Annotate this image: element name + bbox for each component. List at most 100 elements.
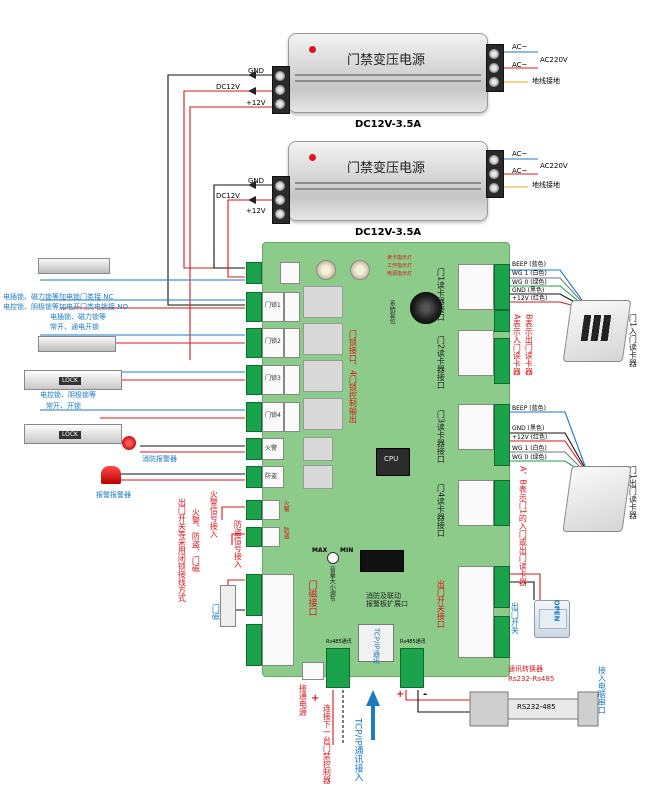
volume-label: 音量大小调节 xyxy=(328,566,336,602)
lock-note-3: 电插锁、磁力锁等 xyxy=(50,313,106,321)
arrow-dc1 xyxy=(248,87,256,95)
reader4-terminal xyxy=(494,480,510,526)
psu2-input-terminal xyxy=(486,150,504,198)
psu1-input-terminal xyxy=(486,44,504,92)
psu2-rating: DC12V-3.5A xyxy=(355,227,422,238)
psu1-fin xyxy=(295,74,481,76)
reader2-wire-wg1: WG 1 (白色) xyxy=(512,445,547,452)
card-reader-keypad-icon xyxy=(562,300,632,362)
magnetic-lock-icon-2 xyxy=(38,336,116,352)
reader1-terminal-b xyxy=(494,310,510,332)
arrow-gnd1 xyxy=(248,71,256,79)
psu2-gnd-label: GND xyxy=(248,177,265,185)
power-supply-1: 门禁变压电源 xyxy=(288,33,488,113)
reader1-port-label: 门1读卡器接口 xyxy=(436,268,446,322)
exit-button-icon xyxy=(534,600,570,638)
psu2-plus-label: +12V xyxy=(246,207,266,215)
psu2-output-terminal xyxy=(272,176,290,224)
reader1-beep-wire xyxy=(510,269,583,301)
psu2-led-icon xyxy=(309,154,316,161)
psu1-led-icon xyxy=(309,46,316,53)
fire-note-1: 出门开关等采用闭锁接线方式 xyxy=(177,498,187,602)
exit-terminal-1 xyxy=(494,566,510,608)
reader1-out-label: 门1出门读卡器 xyxy=(628,466,638,520)
fire-terminal xyxy=(246,438,262,460)
lock3-pins xyxy=(284,365,300,395)
psu2-fin xyxy=(295,188,481,190)
exit-port-label: 出门开关接口 xyxy=(436,580,446,628)
door-magnet-label: 门磁 xyxy=(211,604,221,620)
reader4-pins xyxy=(458,480,494,526)
reader-note-in-b: B表示出门读卡器 xyxy=(524,314,534,376)
reader1-wg1-wire xyxy=(510,277,583,303)
reader2-gnd-wire xyxy=(510,432,586,469)
next-controller-label: 连接下一台门禁控制器 xyxy=(322,704,332,784)
psu2-ground-label: 地线接地 xyxy=(532,181,560,189)
psu1-rating: DC12V-3.5A xyxy=(355,119,422,130)
lock1-port: 门锁1 xyxy=(262,292,284,322)
reader2-12v-wire xyxy=(510,440,586,471)
reader1-wire-wg1: WG 1 (白色) xyxy=(512,270,547,277)
aux-power-port xyxy=(302,662,324,680)
relay-4 xyxy=(303,398,343,430)
exit-switch-label: 出门开关 xyxy=(510,602,520,634)
psu2-ac1-label: AC~ xyxy=(512,150,528,158)
alarm-input-label: 防盗信号接入 xyxy=(233,520,243,568)
reader3-terminal xyxy=(494,404,510,466)
reader2-wire-wg0: WG 0 (绿色) xyxy=(512,454,547,461)
reader3-pins xyxy=(458,404,494,450)
reader1-wg0-wire xyxy=(510,285,583,305)
reader2-wire-gnd: GND (黑色) xyxy=(512,425,545,432)
fire-note-2: 火警、防盗、门磁 xyxy=(191,508,201,572)
alarm-port: 防盗 xyxy=(262,466,284,488)
fire-port: 火警 xyxy=(262,438,284,460)
tcpip-label: TCP/IP通讯 xyxy=(372,628,381,664)
fire-input-terminal xyxy=(246,500,262,520)
volume-min-label: MIN xyxy=(340,547,354,554)
tcpip-in-label: TCP/IP通讯接入 xyxy=(352,718,363,782)
reader-note-out: A、B表示门1的入门或出门读卡器 xyxy=(518,466,528,587)
open-button-face xyxy=(539,609,567,629)
cpu-chip xyxy=(376,448,410,476)
fire-input-board-label: 火警 xyxy=(282,500,290,512)
run-indicator-label: 读卡指示灯 xyxy=(387,255,413,261)
psu2-fin xyxy=(295,182,481,184)
volume-knob-icon[interactable] xyxy=(327,552,339,564)
reader-note-in-a: A表示入门读卡器 xyxy=(512,314,522,376)
relay-3 xyxy=(303,360,343,392)
next-controller-plus: + xyxy=(311,693,320,704)
reader2-port-label: 门2读卡器接口 xyxy=(436,336,446,390)
aux-power-label: 接通电源 xyxy=(298,684,308,716)
intruder-alarm-label: 报警报警器 xyxy=(96,491,131,499)
psu1-gnd-wire xyxy=(167,74,272,306)
arrow-dc2 xyxy=(248,196,256,204)
converter-connector-right xyxy=(577,691,599,727)
electric-lock-icon-2: LOCK xyxy=(24,424,122,444)
lock-note-4: 常开、通电开锁 xyxy=(50,323,99,331)
exit-button-wire xyxy=(510,573,541,600)
reader2-pins xyxy=(458,330,494,376)
psu1-ac1-label: AC~ xyxy=(512,43,528,51)
psu1-ground-label: 地线接地 xyxy=(532,77,560,85)
lock2-terminal xyxy=(246,328,262,358)
reader1-wire-12v: +12V (红色) xyxy=(512,295,548,302)
alarm-input-port xyxy=(262,527,280,547)
reader3-port-label: 门3读卡器接口 xyxy=(436,410,446,464)
door-magnet-icon xyxy=(220,585,236,627)
fire-input-port xyxy=(262,500,280,520)
rs485-a-wire xyxy=(405,690,470,701)
fire-alarm-label: 消防报警器 xyxy=(142,455,177,463)
alarm-input-terminal xyxy=(246,527,262,547)
alarm-relay xyxy=(303,465,333,489)
psu1-output-terminal xyxy=(272,66,290,114)
exit-button-wire-2 xyxy=(510,581,535,600)
reader1-wire-beep: BEEP (蓝色) xyxy=(512,261,546,268)
rs485-out-terminal xyxy=(400,648,424,688)
reader2-wire-beep: BEEP (蓝色) xyxy=(512,405,546,412)
psu1-ac220-label: AC220V xyxy=(540,56,568,64)
intruder-alarm-icon xyxy=(101,466,121,484)
fire-input-wire xyxy=(221,506,245,520)
reader2-wire-12v: +12V (红色) xyxy=(512,434,548,441)
door-sensor-port xyxy=(262,574,294,666)
